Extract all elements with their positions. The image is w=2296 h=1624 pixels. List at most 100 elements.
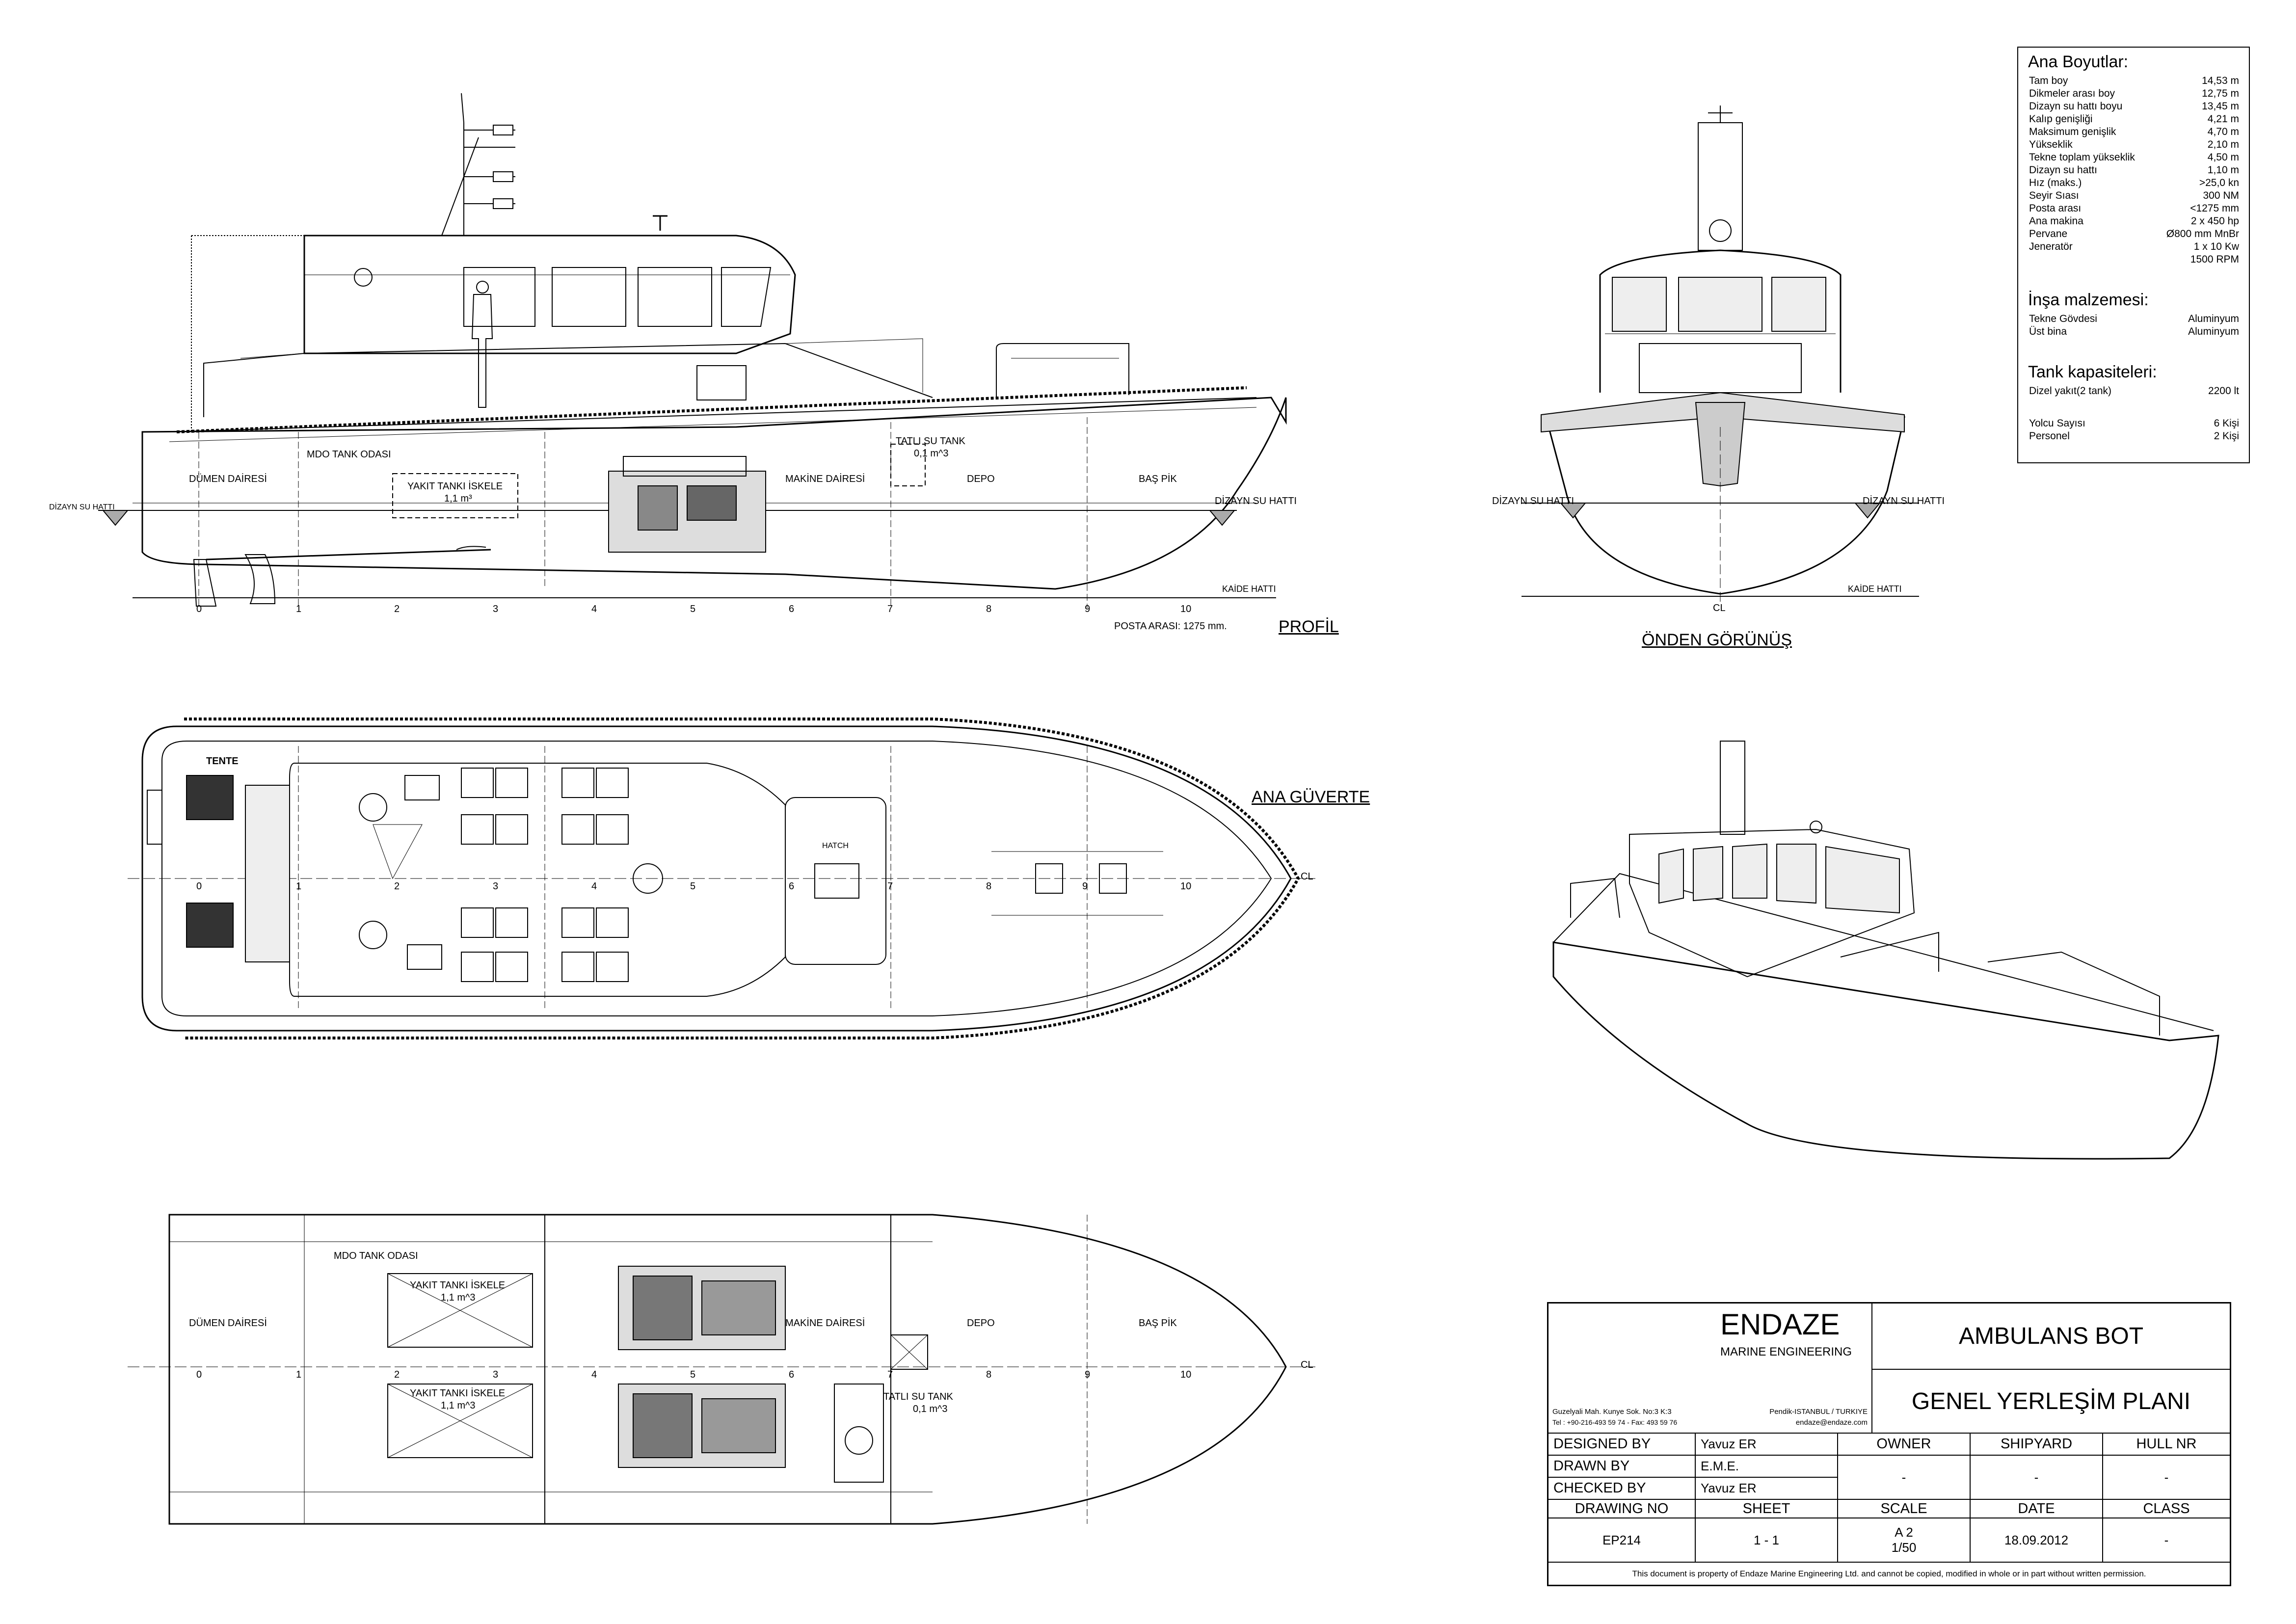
- label-yakit: YAKIT TANKI İSKELE: [407, 481, 503, 492]
- frame-number: 7: [887, 604, 893, 614]
- checked-by-value: Yavuz ER: [1701, 1481, 1757, 1495]
- shipyard-value: -: [2034, 1469, 2039, 1485]
- drawn-by-label-text: DRAWN BY: [1553, 1458, 1630, 1474]
- drawn-by-cell: E.M.E.: [1695, 1455, 1838, 1477]
- frame-number: 3: [493, 1369, 499, 1380]
- material-key: Üst bina: [2029, 326, 2067, 337]
- date-value: 18.09.2012: [2004, 1532, 2069, 1547]
- engine-starboard: [618, 1266, 786, 1350]
- dimension-value: Ø800 mm MnBr: [2166, 228, 2239, 240]
- address-line2: Tel : +90-216-493 59 74 - Fax: 493 59 76: [1552, 1418, 1678, 1426]
- drawing-no-label: DRAWING NO: [1548, 1499, 1695, 1518]
- sheet-value: 1 - 1: [1753, 1532, 1780, 1547]
- dimension-key: Hız (maks.): [2029, 177, 2082, 188]
- dimension-key: Jeneratör: [2029, 241, 2073, 252]
- checked-by-cell: Yavuz ER: [1695, 1477, 1838, 1499]
- dimension-key: Posta arası: [2029, 203, 2082, 214]
- profile-view: [98, 93, 1287, 609]
- dimension-key: Ana makina: [2029, 215, 2083, 227]
- checked-by-label-text: CHECKED BY: [1553, 1480, 1646, 1496]
- label-kaide: KAİDE HATTI: [1222, 584, 1276, 594]
- propeller: [244, 554, 276, 604]
- frame-number: 5: [690, 604, 696, 614]
- frame-number: 2: [394, 1369, 400, 1380]
- date-label-text: DATE: [2018, 1500, 2055, 1517]
- frame-number: 1: [296, 604, 302, 614]
- project-cell: AMBULANS BOT: [1872, 1303, 2230, 1369]
- label-dumen: DÜMEN DAİRESİ: [189, 474, 267, 484]
- frame-number: 0: [196, 1369, 202, 1380]
- person-figure: [471, 281, 493, 408]
- deck-title: ANA GÜVERTE: [1252, 788, 1370, 806]
- frame-number: 3: [493, 604, 499, 614]
- frame-number: 4: [591, 604, 597, 614]
- dimension-row: Pervane Ø800 mm MnBr: [2018, 228, 2249, 240]
- deckhouse-outline: [289, 763, 786, 997]
- designed-by-label: DESIGNED BY: [1548, 1433, 1695, 1455]
- date-label: DATE: [1970, 1499, 2103, 1518]
- front-view: [1522, 106, 1919, 604]
- label-baspik: BAŞ PİK: [1139, 474, 1177, 484]
- material-value: Aluminyum: [2188, 313, 2239, 324]
- dimension-value: <1275 mm: [2190, 203, 2239, 214]
- drawing-title-cell: GENEL YERLEŞİM PLANI: [1872, 1369, 2230, 1433]
- tank-baspik: BAŞ PİK: [1139, 1318, 1177, 1329]
- material-heading: İnşa malzemesi:: [2028, 291, 2149, 309]
- frame-number: 3: [493, 881, 499, 892]
- people-key: Personel: [2029, 430, 2070, 442]
- deck-outline-inner: [161, 741, 1272, 1016]
- label-tatli: TATLI SU TANK: [896, 436, 965, 447]
- owner-label-text: OWNER: [1876, 1436, 1931, 1452]
- tank-depo: DEPO: [967, 1318, 995, 1329]
- dimension-value: 1,10 m: [2207, 164, 2239, 176]
- dimension-row: 1500 RPM: [2018, 253, 2249, 266]
- tank-mdo: MDO TANK ODASI: [334, 1251, 418, 1261]
- people-value: 2 Kişi: [2214, 430, 2239, 442]
- sheet-label-text: SHEET: [1742, 1500, 1790, 1517]
- material-row: Üst bina Aluminyum: [2018, 325, 2249, 338]
- tank-cl: CL: [1301, 1359, 1313, 1370]
- profile-superstructure: [303, 235, 796, 354]
- address-email: endaze@endaze.com: [1795, 1418, 1868, 1427]
- dimension-value: 4,70 m: [2207, 126, 2239, 137]
- dimension-key: Tam boy: [2029, 75, 2068, 86]
- frame-number: 4: [591, 1369, 597, 1380]
- designed-by-label-text: DESIGNED BY: [1553, 1436, 1651, 1452]
- frame-number: 8: [986, 881, 992, 892]
- company-cell: ENDAZE MARINE ENGINEERING Guzelyali Mah.…: [1548, 1303, 1872, 1433]
- label-yakit-vol: 1,1 m³: [444, 493, 472, 504]
- dimensions-heading: Ana Boyutlar:: [2028, 53, 2129, 71]
- tank-yakit2: YAKIT TANKI İSKELE: [410, 1388, 506, 1399]
- hull-value: -: [2164, 1469, 2169, 1485]
- owner-value: -: [1901, 1469, 1906, 1485]
- dimension-key: Pervane: [2029, 228, 2068, 240]
- tank-heading: Tank kapasiteleri:: [2028, 363, 2157, 381]
- class-label-text: CLASS: [2143, 1500, 2190, 1517]
- class-value: -: [2164, 1532, 2169, 1547]
- profile-title: PROFİL: [1279, 617, 1339, 636]
- tank-dumen: DÜMEN DAİRESİ: [189, 1318, 267, 1329]
- frame-number: 1: [296, 881, 302, 892]
- dimension-value: 4,21 m: [2207, 113, 2239, 125]
- frame-number: 2: [394, 881, 400, 892]
- tank-tatli-vol: 0,1 m^3: [913, 1404, 948, 1414]
- address-line1: Guzelyali Mah. Kunye Sok. No:3 K:3: [1552, 1408, 1672, 1416]
- mast: [441, 93, 515, 236]
- dimension-key: Maksimum genişlik: [2029, 126, 2116, 137]
- frame-number: 10: [1180, 1369, 1192, 1380]
- address-city: Pendik-ISTANBUL / TURKIYE: [1769, 1408, 1868, 1416]
- scale-value-ratio: 1/50: [1891, 1540, 1917, 1555]
- frame-number: 7: [887, 881, 893, 892]
- material-value: Aluminyum: [2188, 326, 2239, 337]
- perspective-view: [1552, 741, 2219, 1160]
- copyright-notice: This document is property of Endaze Mari…: [1632, 1569, 2146, 1578]
- company-name: ENDAZE: [1720, 1308, 1840, 1341]
- dimension-row: Hız (maks.)>25,0 kn: [2018, 177, 2249, 189]
- frame-number: 0: [196, 881, 202, 892]
- tank-makine: MAKİNE DAİRESİ: [785, 1318, 865, 1329]
